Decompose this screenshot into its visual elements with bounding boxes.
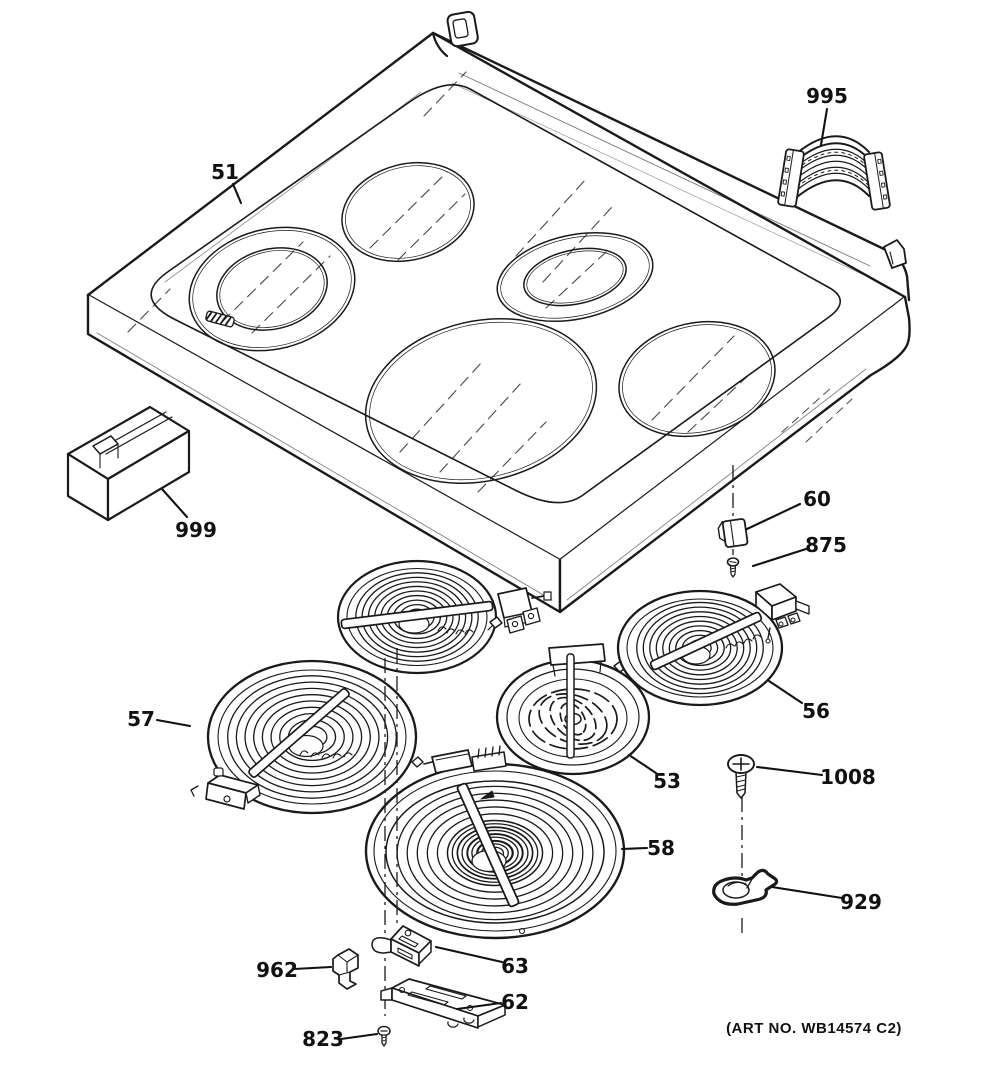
art-number: (ART NO. WB14574 C2) xyxy=(726,1020,902,1037)
leader-line-929 xyxy=(770,885,844,900)
part-56-element-art xyxy=(616,583,810,707)
part-60-clip-art xyxy=(717,518,749,548)
part-875-screw-art xyxy=(726,557,740,578)
leader-line-995 xyxy=(819,107,829,147)
leader-line-63 xyxy=(434,945,504,964)
part-label-875: 875 xyxy=(751,533,847,568)
part-number-62: 62 xyxy=(501,990,529,1014)
part-label-56: 56 xyxy=(767,679,830,723)
part-number-823: 823 xyxy=(302,1027,344,1051)
leader-line-999 xyxy=(160,487,189,519)
part-number-995: 995 xyxy=(806,84,848,108)
part-label-58: 58 xyxy=(620,836,675,860)
part-label-962: 962 xyxy=(256,958,333,982)
part-label-823: 823 xyxy=(302,1027,379,1051)
rail-end-bracket xyxy=(883,239,907,269)
part-999-box-art xyxy=(66,405,191,522)
part-number-962: 962 xyxy=(256,958,298,982)
leader-line-57 xyxy=(155,718,192,728)
leader-line-56 xyxy=(767,679,804,705)
part-label-62: 62 xyxy=(455,990,529,1014)
part-823-screw-art xyxy=(377,1025,391,1047)
part-number-56: 56 xyxy=(802,699,830,723)
part-number-999: 999 xyxy=(175,518,217,542)
part-number-929: 929 xyxy=(840,890,882,914)
part-number-53: 53 xyxy=(653,769,681,793)
part-label-63: 63 xyxy=(434,945,529,978)
part-58-element-art xyxy=(364,745,626,940)
part-995-ribbon-art xyxy=(777,135,891,211)
rear-mount-tab xyxy=(446,10,479,48)
part-number-875: 875 xyxy=(805,533,847,557)
leader-line-58 xyxy=(620,846,649,851)
part-962-clip-art xyxy=(332,948,359,990)
part-number-51: 51 xyxy=(211,160,239,184)
leader-line-51 xyxy=(231,182,243,205)
leader-line-823 xyxy=(339,1032,379,1041)
glass-reflection-dashes xyxy=(127,71,753,493)
part-label-51: 51 xyxy=(211,160,243,205)
part-1008-screw-art xyxy=(727,754,755,799)
part-62-bracket-art xyxy=(380,978,506,1029)
part-number-1008: 1008 xyxy=(820,765,876,789)
part-label-53: 53 xyxy=(627,753,681,793)
leader-line-962 xyxy=(292,965,333,971)
part-number-58: 58 xyxy=(647,836,675,860)
part-number-63: 63 xyxy=(501,954,529,978)
part-63-bracket-art xyxy=(371,925,432,967)
part-label-60: 60 xyxy=(745,487,831,531)
part-label-929: 929 xyxy=(770,885,882,914)
leader-line-53 xyxy=(627,753,658,775)
leader-line-62 xyxy=(455,1001,503,1011)
leader-line-1008 xyxy=(755,765,824,777)
part-57-element-art xyxy=(190,659,418,815)
part-929-clamp-art xyxy=(712,868,779,906)
part-label-995: 995 xyxy=(806,84,848,147)
leader-line-875 xyxy=(751,547,808,568)
part-label-57: 57 xyxy=(127,707,192,731)
part-number-60: 60 xyxy=(803,487,831,511)
part-label-999: 999 xyxy=(160,487,217,542)
part-element-top-art xyxy=(336,559,552,675)
labels-layer: 51 995 999 60 875 57 53 56 58 1008 929 962 63 62 823 xyxy=(127,84,882,1051)
leader-line-60 xyxy=(745,502,802,531)
part-51-cooktop-art xyxy=(86,10,911,614)
part-number-57: 57 xyxy=(127,707,155,731)
part-label-1008: 1008 xyxy=(755,765,876,789)
burner-indicator-hatch xyxy=(205,310,235,328)
burner-outlines xyxy=(188,161,776,485)
